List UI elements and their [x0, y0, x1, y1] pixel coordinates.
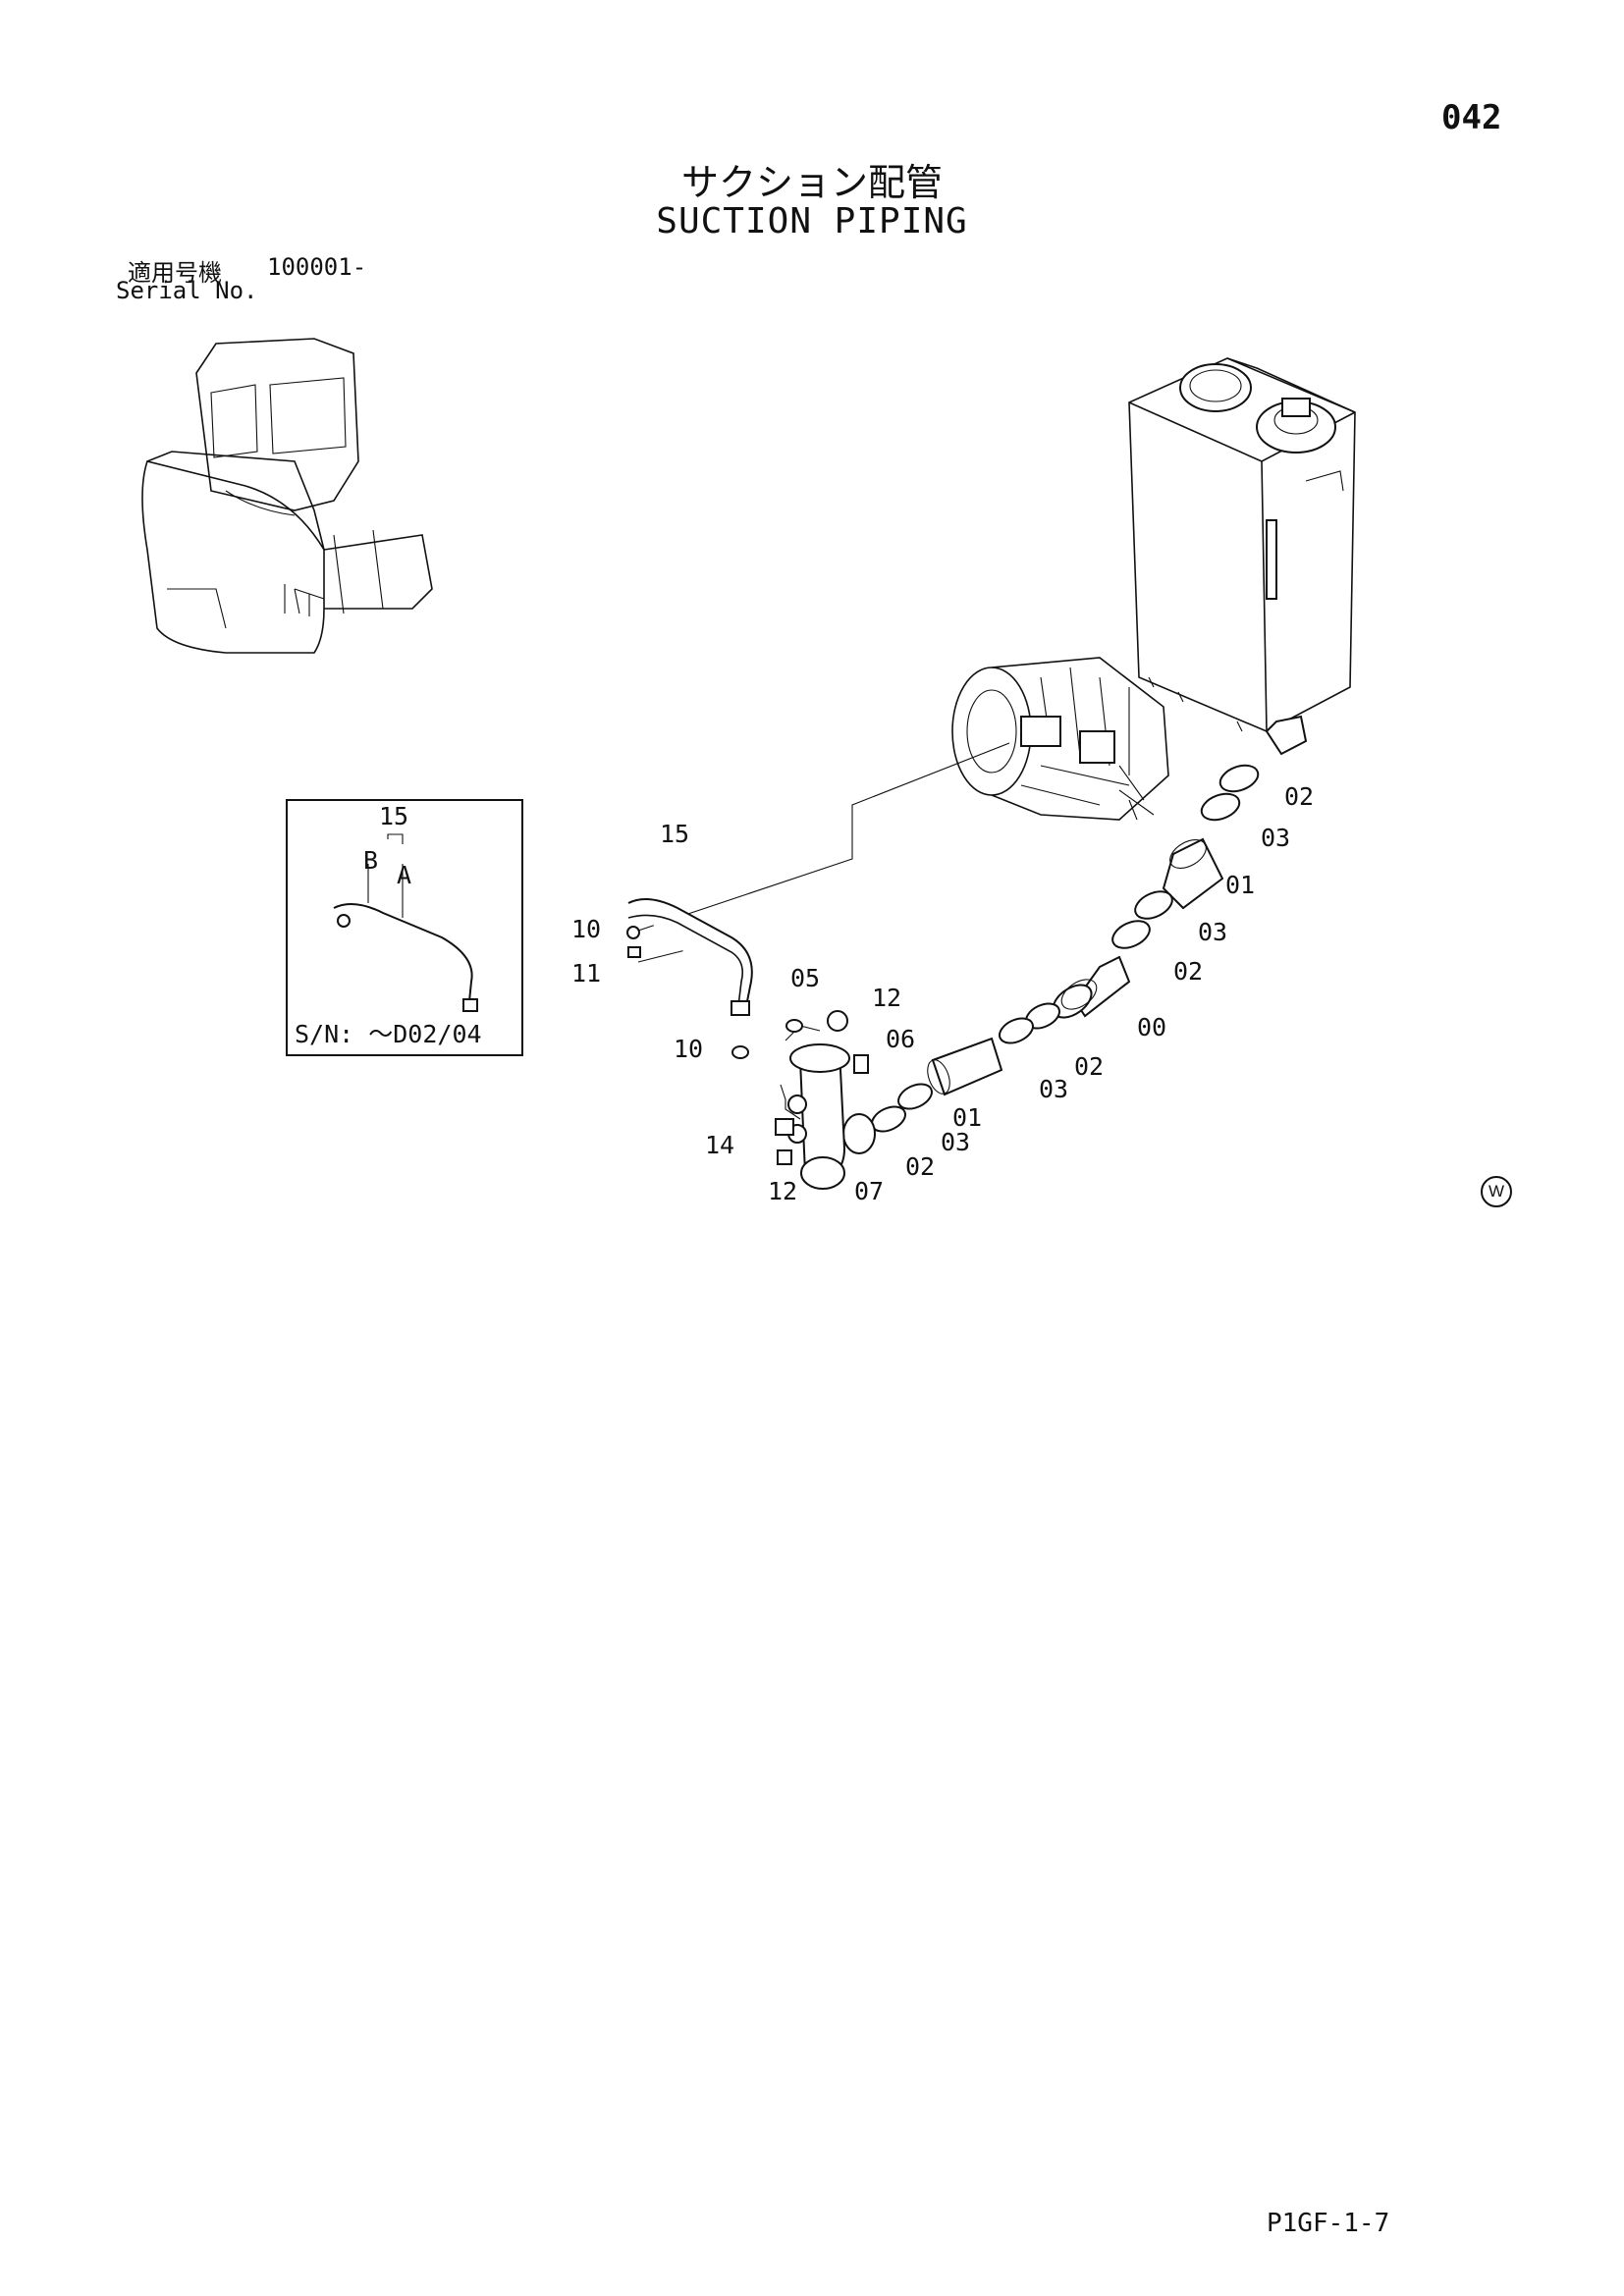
callout-02-mid: 02: [1173, 957, 1203, 986]
excavator-overview-illustration: [141, 338, 433, 654]
callout-07: 07: [854, 1177, 884, 1205]
serial-value: 100001-: [267, 253, 367, 281]
inset-end-a: A: [397, 861, 411, 889]
callout-15: 15: [660, 820, 689, 848]
suction-elbow-illustration: [775, 1010, 869, 1190]
hose-assembly-illustration: [626, 898, 803, 1059]
suction-pipe-chain: [842, 764, 1260, 1154]
callout-labels: 02 03 01 03 02 00 15 10 11 05 12 06 10 0…: [571, 782, 1314, 1205]
callout-12-top: 12: [872, 984, 901, 1012]
inset-end-b: B: [363, 846, 378, 875]
hydraulic-pump-illustration: [951, 657, 1169, 821]
callout-00: 00: [1137, 1013, 1166, 1041]
serial-label-japanese: 適用号機: [128, 259, 222, 287]
callout-02-bot: 02: [905, 1152, 935, 1181]
title-english: SUCTION PIPING: [656, 201, 968, 241]
callout-03-mid: 03: [1198, 918, 1227, 946]
page-number: 042: [1441, 98, 1502, 137]
page-code: P1GF-1-7: [1267, 2209, 1390, 2238]
callout-12-bot: 12: [768, 1177, 797, 1205]
serial-label-english: Serial No.: [116, 277, 258, 304]
callout-05: 05: [790, 964, 820, 992]
w-mark-symbol: W: [1481, 1176, 1512, 1207]
callout-01-low: 01: [952, 1103, 982, 1132]
inset-variant-box: [286, 799, 523, 1056]
callout-10-top: 10: [571, 915, 601, 943]
callout-02-low: 02: [1074, 1052, 1104, 1081]
inset-labels: 15 B A S/N: ～D02/04: [295, 802, 482, 1048]
callout-11: 11: [571, 959, 601, 988]
inset-part-number: 15: [379, 802, 408, 830]
hydraulic-tank-illustration: [1128, 357, 1356, 756]
callout-02-top: 02: [1284, 782, 1314, 811]
callout-03-top: 03: [1261, 824, 1290, 852]
title-japanese: サクション配管: [680, 161, 943, 204]
callout-06: 06: [886, 1025, 915, 1053]
callout-03-bot: 03: [941, 1128, 970, 1156]
callout-01-top: 01: [1225, 871, 1255, 899]
callout-14: 14: [705, 1131, 734, 1159]
inset-serial-note: S/N: ～D02/04: [295, 1020, 482, 1048]
callout-03-low: 03: [1039, 1075, 1068, 1103]
callout-10-low: 10: [674, 1035, 703, 1063]
